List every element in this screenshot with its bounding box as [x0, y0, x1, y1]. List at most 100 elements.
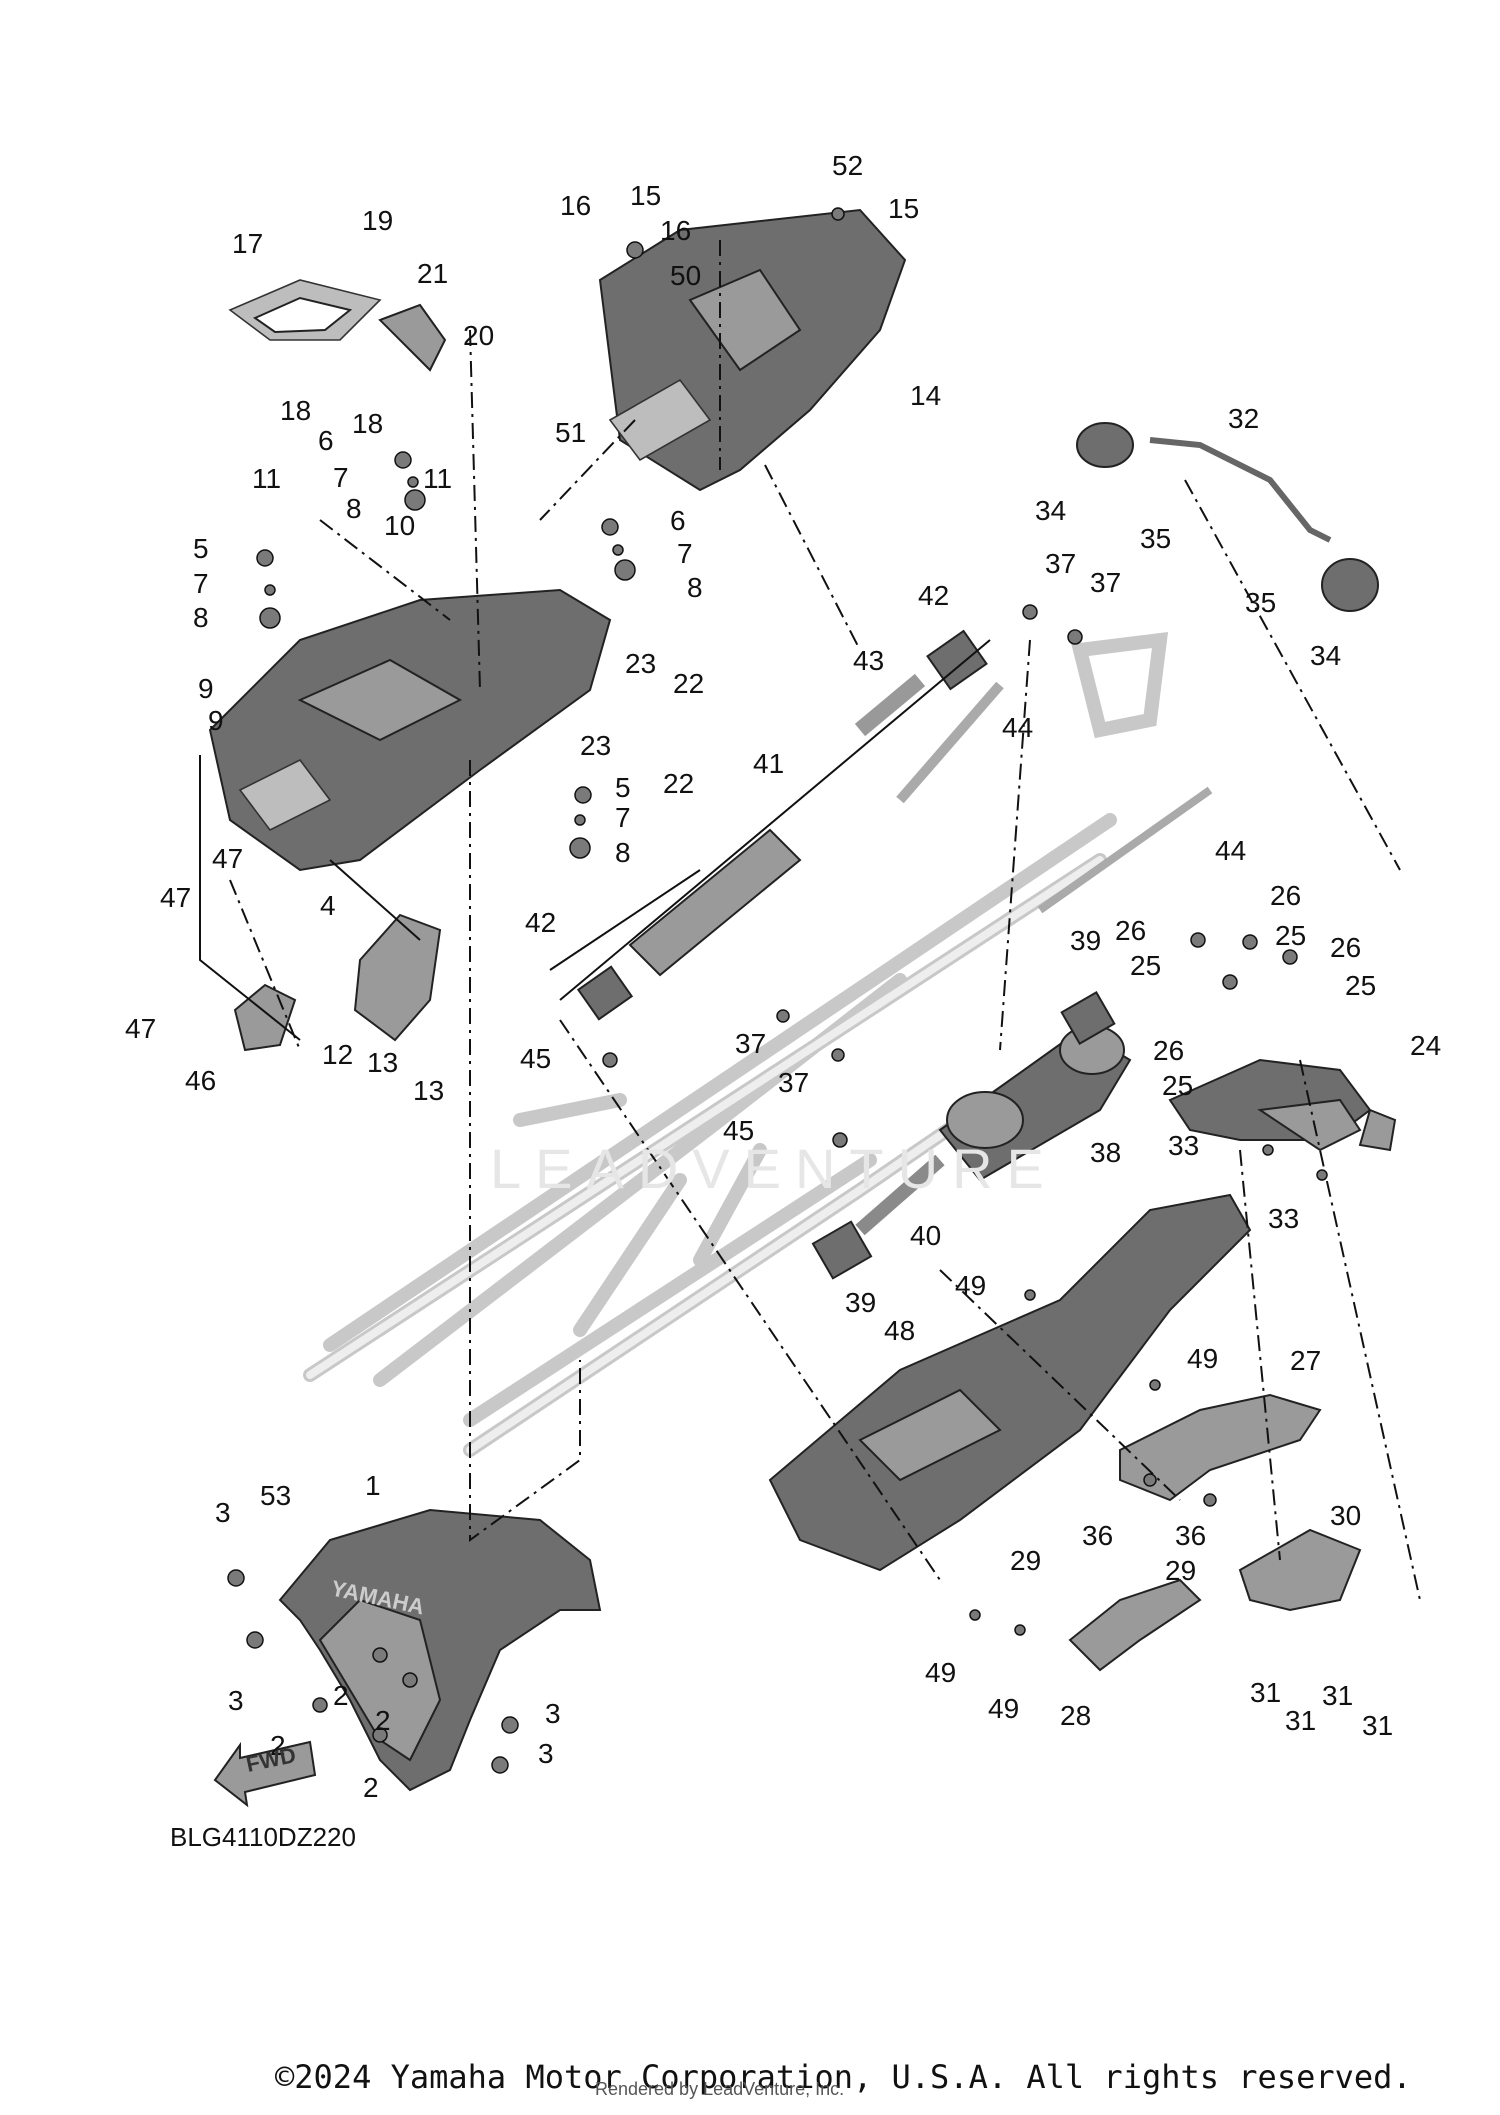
- callout-3: 3: [538, 1738, 554, 1769]
- callout-6: 6: [318, 425, 334, 456]
- callout-15: 15: [888, 193, 919, 224]
- shaft-assembly-41-43: [576, 629, 1213, 1021]
- callout-44: 44: [1002, 712, 1033, 743]
- callout-3: 3: [228, 1685, 244, 1716]
- part-4-lower-tray: [208, 588, 612, 872]
- render-credit: Rendered by LeadVenture, Inc.: [595, 2079, 845, 2099]
- callout-49: 49: [988, 1693, 1019, 1724]
- callout-8: 8: [615, 837, 631, 868]
- callout-34: 34: [1035, 495, 1066, 526]
- callout-7: 7: [677, 538, 693, 569]
- callout-16: 16: [560, 190, 591, 221]
- fwd-arrow: [213, 1740, 317, 1808]
- callout-35: 35: [1245, 587, 1276, 618]
- callout-26: 26: [1270, 880, 1301, 911]
- callout-25: 25: [1275, 920, 1306, 951]
- callout-27: 27: [1290, 1345, 1321, 1376]
- part-14-upper-tray: [598, 208, 907, 492]
- callout-35: 35: [1140, 523, 1171, 554]
- callout-2: 2: [270, 1730, 286, 1761]
- callout-39: 39: [1070, 925, 1101, 956]
- callout-47: 47: [212, 843, 243, 874]
- callout-26: 26: [1115, 915, 1146, 946]
- callout-23: 23: [580, 730, 611, 761]
- part-12-side-cover: [353, 913, 442, 1042]
- callout-26: 26: [1153, 1035, 1184, 1066]
- callout-48: 48: [884, 1315, 915, 1346]
- callout-31: 31: [1362, 1710, 1393, 1741]
- callout-2: 2: [363, 1772, 379, 1803]
- callout-29: 29: [1165, 1555, 1196, 1586]
- callout-6: 6: [670, 505, 686, 536]
- callout-33: 33: [1268, 1203, 1299, 1234]
- callout-19: 19: [362, 205, 393, 236]
- callout-7: 7: [193, 568, 209, 599]
- callout-36: 36: [1082, 1520, 1113, 1551]
- callout-46: 46: [185, 1065, 216, 1096]
- callout-7: 7: [333, 462, 349, 493]
- callout-47: 47: [125, 1013, 156, 1044]
- callout-28: 28: [1060, 1700, 1091, 1731]
- callout-1: 1: [365, 1470, 381, 1501]
- part-48-undertray: [768, 1193, 1252, 1572]
- callout-53: 53: [260, 1480, 291, 1511]
- callout-29: 29: [1010, 1545, 1041, 1576]
- callout-31: 31: [1250, 1677, 1281, 1708]
- callout-49: 49: [925, 1657, 956, 1688]
- callout-50: 50: [670, 260, 701, 291]
- callout-42: 42: [918, 580, 949, 611]
- callout-8: 8: [193, 602, 209, 633]
- callout-labels: 1 2 2 2 2 3 3 3 3 4 5 5 6 6 7 7 7 7 8 8 …: [125, 150, 1441, 1803]
- part-17-bracket: [228, 279, 382, 341]
- callout-34: 34: [1310, 640, 1341, 671]
- callout-3: 3: [215, 1497, 231, 1528]
- fasteners: [227, 207, 1328, 1774]
- callout-37: 37: [1045, 548, 1076, 579]
- callout-33: 33: [1168, 1130, 1199, 1161]
- callout-7: 7: [615, 802, 631, 833]
- callout-16: 16: [660, 215, 691, 246]
- callout-39: 39: [845, 1287, 876, 1318]
- callout-25: 25: [1130, 950, 1161, 981]
- callout-15: 15: [630, 180, 661, 211]
- callout-38: 38: [1090, 1137, 1121, 1168]
- callout-11: 11: [423, 463, 452, 494]
- watermark-text: LEADVENTURE: [490, 1137, 1058, 1200]
- part-40-rod: [811, 991, 1116, 1280]
- callout-9: 9: [198, 673, 214, 704]
- callout-44: 44: [1215, 835, 1246, 866]
- callout-22: 22: [673, 668, 704, 699]
- callout-23: 23: [625, 648, 656, 679]
- callout-37: 37: [778, 1067, 809, 1098]
- callout-25: 25: [1162, 1070, 1193, 1101]
- callout-47: 47: [160, 882, 191, 913]
- part-27-bracket: [1119, 1393, 1322, 1502]
- callout-26: 26: [1330, 932, 1361, 963]
- callout-37: 37: [1090, 567, 1121, 598]
- callout-10: 10: [384, 510, 415, 541]
- callout-8: 8: [346, 493, 362, 524]
- rear-frame-ghost: [303, 631, 1169, 1457]
- part-20-clamp: [378, 303, 447, 372]
- callout-13: 13: [413, 1075, 444, 1106]
- callout-45: 45: [520, 1043, 551, 1074]
- callout-14: 14: [910, 380, 941, 411]
- callout-52: 52: [832, 150, 863, 181]
- callout-20: 20: [463, 320, 494, 351]
- callout-13: 13: [367, 1047, 398, 1078]
- callout-41: 41: [753, 748, 784, 779]
- callout-45: 45: [723, 1115, 754, 1146]
- callout-31: 31: [1322, 1680, 1353, 1711]
- callout-8: 8: [687, 572, 703, 603]
- callout-9: 9: [208, 705, 224, 736]
- callout-40: 40: [910, 1220, 941, 1251]
- callout-37: 37: [735, 1028, 766, 1059]
- callout-12: 12: [322, 1039, 353, 1070]
- part-32-bracket: [1076, 422, 1379, 612]
- callout-17: 17: [232, 228, 263, 259]
- callout-31: 31: [1285, 1705, 1316, 1736]
- callout-3: 3: [545, 1698, 561, 1729]
- callout-2: 2: [333, 1680, 349, 1711]
- callout-24: 24: [1410, 1030, 1441, 1061]
